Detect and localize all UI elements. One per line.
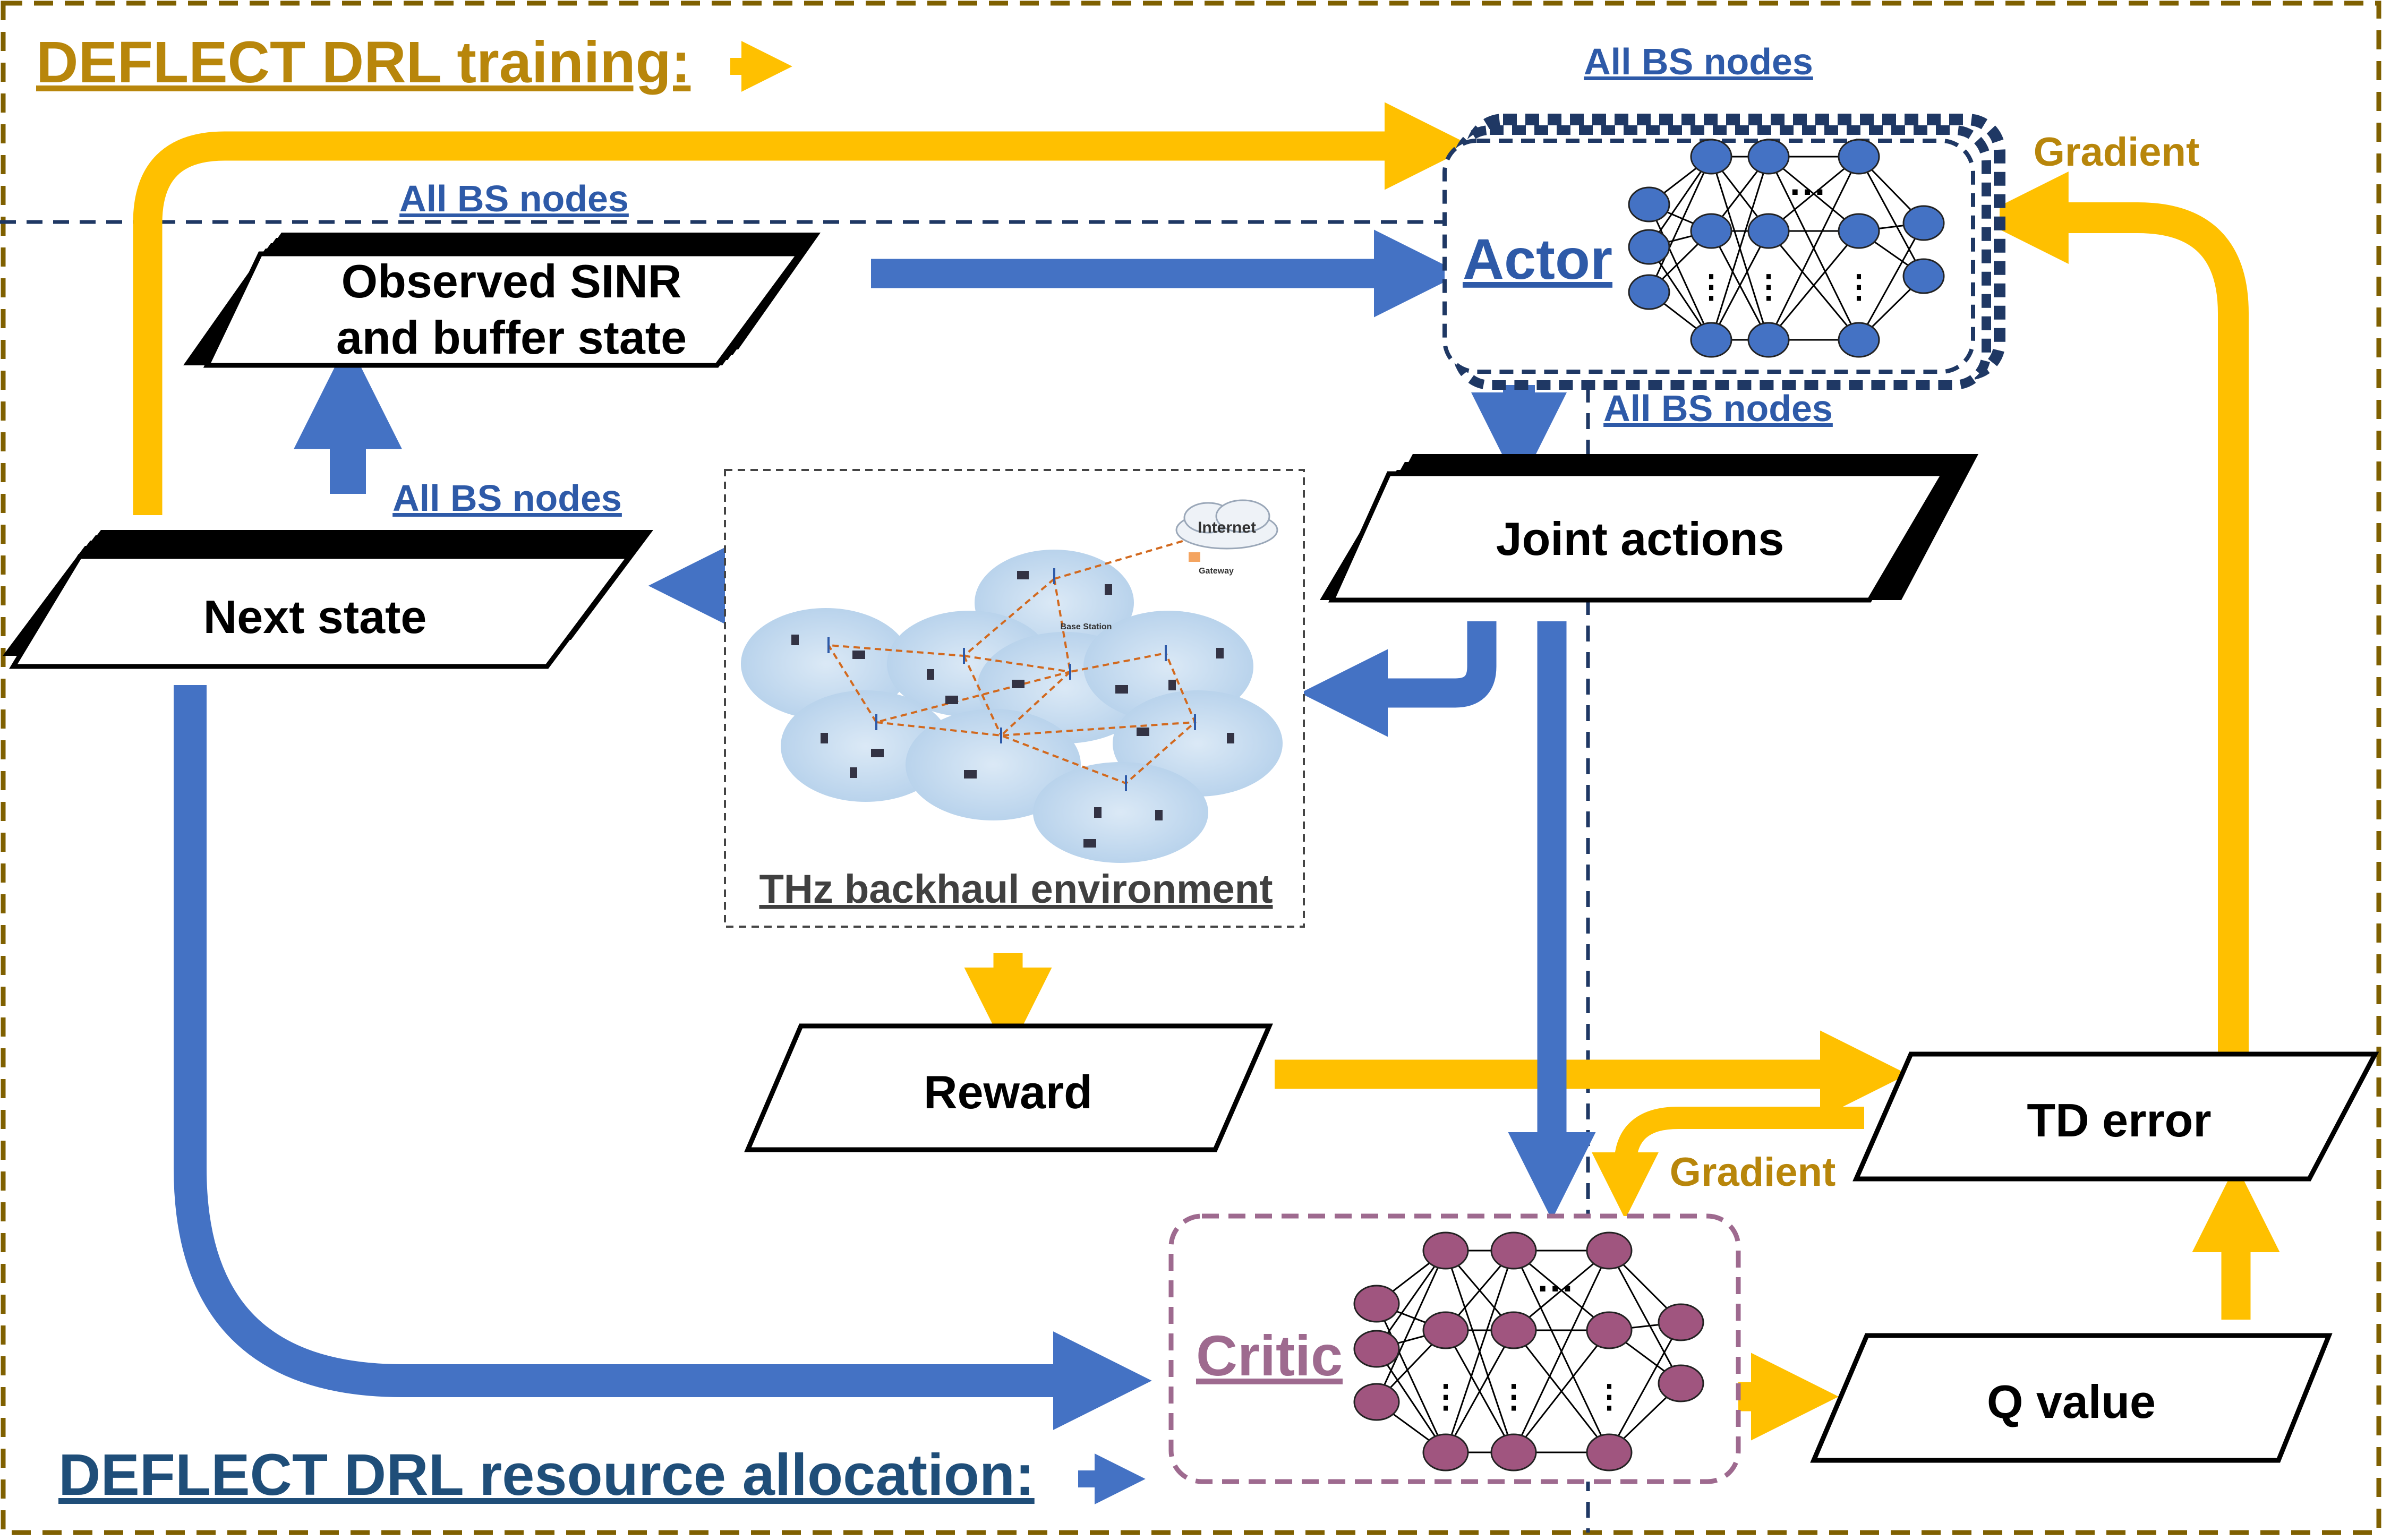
gradient-arrow-td-to-critic	[1592, 1107, 1864, 1219]
network-neuron	[1658, 1303, 1704, 1341]
network-neuron	[1422, 1433, 1469, 1471]
environment-label: THz backhaul environment	[759, 867, 1273, 912]
network-edge	[1376, 1250, 1447, 1402]
network-neuron	[1747, 139, 1790, 175]
network-neuron	[1628, 186, 1670, 223]
actor-nodes: ⋮ ⋮ ⋮	[1628, 139, 1945, 358]
observed-sinr-node: Observed SINR and buffer state	[183, 233, 821, 368]
internet-cloud-icon: Internet	[1175, 499, 1278, 550]
network-vertical-dots: ⋮	[1498, 1379, 1530, 1414]
network-neuron	[1490, 1231, 1537, 1270]
joint-actions-node: Joint actions	[1320, 454, 1978, 603]
network-edge	[1376, 1348, 1447, 1453]
gradient-arrow-td-to-actor	[1976, 172, 2249, 1054]
network-neuron	[1490, 1433, 1537, 1471]
network-neuron	[1747, 322, 1790, 358]
thz-environment: Internet Gateway Base Station THz backha…	[724, 469, 1305, 928]
actor-dots-top: ···	[1790, 171, 1827, 212]
internet-label: Internet	[1198, 519, 1256, 536]
network-edge	[1445, 1330, 1515, 1453]
network-neuron	[1902, 205, 1945, 241]
joint-actions-label: Joint actions	[1496, 512, 1785, 565]
network-edge	[1858, 156, 1925, 277]
all-bs-nodes-label-observed: All BS nodes	[399, 178, 629, 219]
network-neuron	[1690, 213, 1732, 249]
network-edge	[1376, 1303, 1447, 1453]
network-neuron	[1353, 1330, 1400, 1368]
td-error-label: TD error	[2027, 1094, 2211, 1147]
network-edge	[1710, 230, 1770, 340]
q-value-label: Q value	[1987, 1375, 2156, 1428]
network-neuron	[1628, 274, 1670, 310]
network-neuron	[1628, 229, 1670, 265]
network-edge	[1648, 204, 1712, 340]
network-neuron	[1353, 1383, 1400, 1421]
training-arrow-nextstate-to-actor	[133, 102, 1472, 515]
joint-to-env-arrow	[1300, 621, 1497, 737]
reward-node: Reward	[744, 1023, 1273, 1152]
user-devices	[791, 571, 1234, 848]
all-bs-nodes-label-actor: All BS nodes	[1584, 41, 1813, 82]
network-edge	[1858, 223, 1925, 340]
network-vertical-dots: ⋮	[1843, 269, 1875, 304]
network-vertical-dots: ⋮	[1593, 1379, 1625, 1414]
network-edge	[1445, 1250, 1515, 1453]
observed-line2: and buffer state	[336, 311, 687, 364]
gateway-icon	[1189, 552, 1200, 562]
next-state-node: Next state	[3, 530, 653, 669]
gradient-label-critic: Gradient	[1670, 1150, 1836, 1195]
gradient-label-actor: Gradient	[2034, 130, 2200, 175]
network-vertical-dots: ⋮	[1753, 269, 1785, 304]
training-title: DEFLECT DRL training:	[36, 30, 690, 95]
network-neuron	[1838, 213, 1880, 249]
network-vertical-dots: ⋮	[1430, 1379, 1462, 1414]
network-neuron	[1422, 1311, 1469, 1349]
critic-dots-top: ···	[1538, 1268, 1575, 1309]
network-edge	[1648, 156, 1712, 293]
network-neuron	[1586, 1433, 1633, 1471]
all-bs-nodes-label-joint: All BS nodes	[1603, 388, 1833, 429]
network-neuron	[1902, 258, 1945, 294]
network-neuron	[1690, 322, 1732, 358]
actor-network: ⋮ ⋮ ⋮ ··· Actor	[1442, 114, 2005, 390]
network-neuron	[1422, 1231, 1469, 1270]
network-edge	[1768, 230, 1860, 340]
base-station-icons	[827, 568, 1196, 791]
next-state-label: Next state	[203, 591, 427, 643]
allocation-title: DEFLECT DRL resource allocation:	[58, 1442, 1035, 1508]
coverage-cells	[741, 550, 1283, 863]
network-neuron	[1838, 322, 1880, 358]
network-edge	[1768, 156, 1860, 340]
gateway-label: Gateway	[1199, 567, 1234, 576]
critic-network: ⋮ ⋮ ⋮ ··· Critic	[1168, 1213, 1741, 1484]
network-edge	[1608, 1250, 1682, 1384]
nextstate-to-critic-arrow	[174, 685, 1152, 1430]
network-neuron	[1747, 213, 1790, 249]
network-neuron	[1586, 1231, 1633, 1270]
td-error-node: TD error	[1852, 1051, 2379, 1182]
reward-label: Reward	[924, 1066, 1092, 1118]
base-station-label: Base Station	[1061, 622, 1112, 631]
all-bs-nodes-label-nextstate: All BS nodes	[392, 477, 622, 519]
network-edge	[1513, 1250, 1610, 1453]
critic-nodes: ⋮ ⋮ ⋮	[1353, 1231, 1704, 1471]
network-edge	[1608, 1322, 1682, 1453]
q-value-node: Q value	[1810, 1333, 2333, 1463]
network-edge	[1710, 156, 1770, 340]
network-neuron	[1658, 1364, 1704, 1402]
network-neuron	[1838, 139, 1880, 175]
network-edge	[1513, 1330, 1610, 1453]
critic-label: Critic	[1196, 1323, 1343, 1388]
network-neuron	[1586, 1311, 1633, 1349]
observed-line1: Observed SINR	[341, 255, 682, 307]
actor-label: Actor	[1463, 227, 1612, 291]
network-neuron	[1690, 139, 1732, 175]
network-vertical-dots: ⋮	[1695, 269, 1727, 304]
network-neuron	[1353, 1285, 1400, 1323]
network-neuron	[1490, 1311, 1537, 1349]
